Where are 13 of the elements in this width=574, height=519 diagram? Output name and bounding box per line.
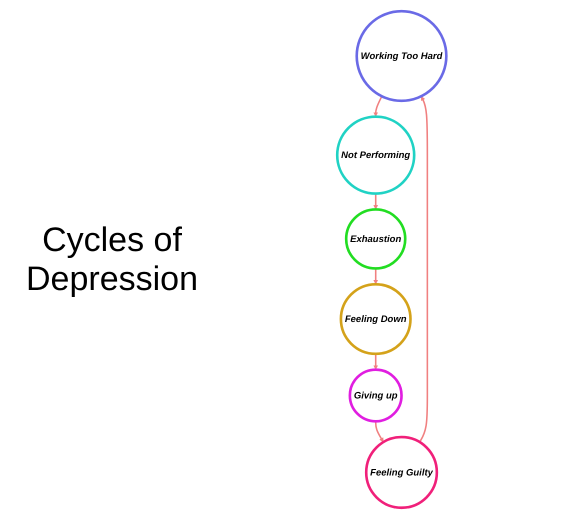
node-circle: Exhaustion xyxy=(345,208,407,270)
arrow xyxy=(374,268,378,284)
arrow xyxy=(374,354,378,370)
node-circle: Working Too Hard xyxy=(356,10,448,102)
arrow xyxy=(419,96,428,443)
arrow xyxy=(374,96,383,117)
arrow xyxy=(375,421,384,442)
node-circle: Not Performing xyxy=(336,115,416,195)
node-circle: Feeling Down xyxy=(340,282,412,356)
node-circle: Giving up xyxy=(348,368,404,423)
arrow xyxy=(374,194,378,210)
diagram-title: Cycles of Depression xyxy=(25,220,199,298)
node-circle: Feeling Guilty xyxy=(365,436,438,510)
